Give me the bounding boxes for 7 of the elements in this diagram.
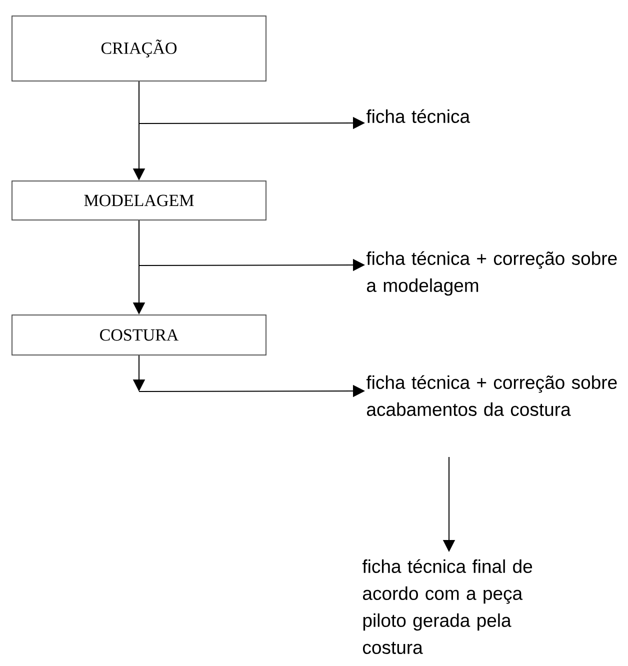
process-box: COSTURA — [12, 314, 266, 356]
output-text: ficha técnica + correção sobre a modelagem — [366, 251, 617, 296]
process-box: CRIAÇÃO — [12, 16, 266, 82]
output-text: ficha técnica — [366, 109, 470, 124]
output-text: ficha técnica + correção sobre acabamentos da costura — [366, 375, 617, 416]
process-box: MODELAGEM — [12, 180, 266, 220]
output-text: ficha técnica final de acordo com a peça piloto gerada pela costura — [362, 559, 532, 654]
